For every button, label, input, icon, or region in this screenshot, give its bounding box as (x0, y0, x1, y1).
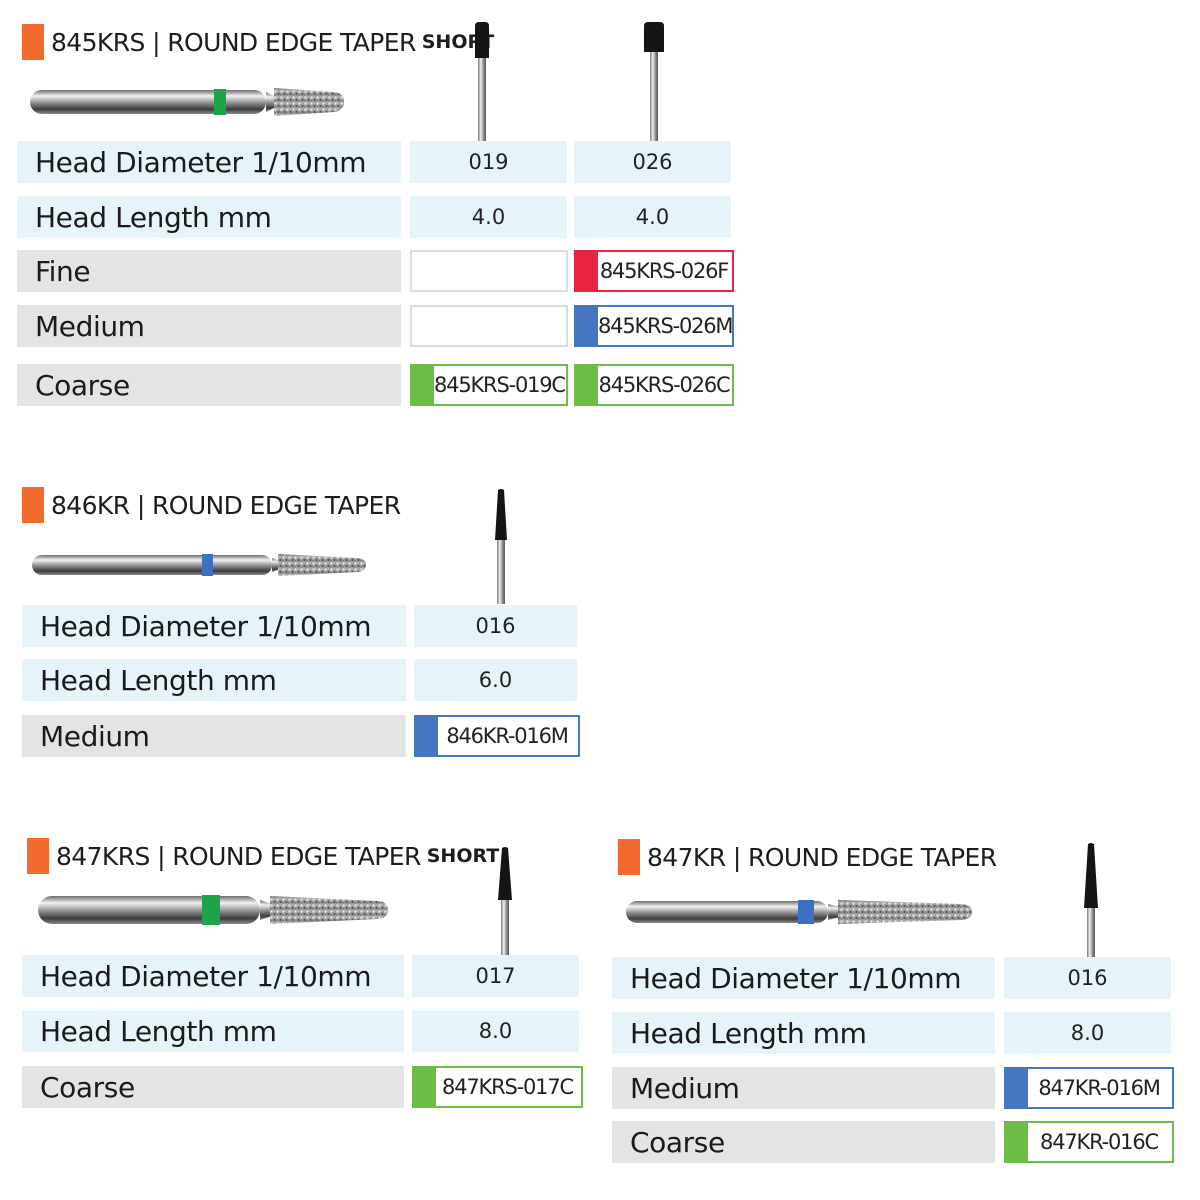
color-band-green (214, 89, 226, 115)
product-code: 845KRS-026F (599, 259, 730, 283)
head-length-label: Head Length mm (17, 196, 401, 238)
grit-label: Coarse (17, 364, 401, 406)
grit-color-swatch (416, 717, 438, 755)
size-cell: 019 (410, 141, 567, 183)
product-title: 846KR | ROUND EDGE TAPER (22, 487, 401, 523)
head-diameter-label: Head Diameter 1/10mm (17, 141, 401, 183)
product-code-cell[interactable]: 845KRS-026F (574, 250, 734, 292)
length-cell: 4.0 (574, 196, 731, 238)
grit-label: Coarse (612, 1121, 995, 1163)
product-title-text: 847KR | ROUND EDGE TAPER (647, 842, 997, 872)
bur-image (626, 900, 972, 924)
product-code-cell[interactable]: 847KR-016M (1004, 1067, 1174, 1109)
grit-color-swatch (576, 366, 598, 404)
product-title-text: 847KRS | ROUND EDGE TAPER (56, 841, 421, 871)
color-band-blue (202, 554, 213, 576)
length-cell: 6.0 (414, 659, 577, 701)
bur-image (32, 554, 366, 576)
grit-label: Coarse (22, 1066, 404, 1108)
grit-color-swatch (1006, 1069, 1028, 1107)
product-title-text: 845KRS | ROUND EDGE TAPER (51, 27, 416, 57)
product-code: 846KR-016M (446, 724, 569, 748)
orange-marker (22, 487, 44, 523)
product-code: 847KRS-017C (442, 1075, 574, 1099)
grit-color-swatch (1006, 1123, 1028, 1161)
empty-cell (410, 305, 568, 347)
product-title-text: 846KR | ROUND EDGE TAPER (51, 490, 401, 520)
length-cell: 8.0 (412, 1010, 579, 1052)
length-cell: 4.0 (410, 196, 567, 238)
size-cell: 016 (1004, 957, 1171, 999)
product-code: 845KRS-026M (598, 314, 734, 338)
product-title: 847KR | ROUND EDGE TAPER (618, 839, 997, 875)
head-diameter-label: Head Diameter 1/10mm (22, 605, 406, 647)
size-cell: 026 (574, 141, 731, 183)
grit-label: Medium (17, 305, 401, 347)
bur-image (30, 88, 344, 116)
bur-tip-icon-016 (495, 489, 507, 604)
product-code-cell[interactable]: 845KRS-019C (410, 364, 568, 406)
grit-color-swatch (576, 307, 598, 345)
orange-marker (27, 838, 49, 874)
grit-color-swatch (412, 366, 434, 404)
bur-tip-icon-016 (1084, 843, 1098, 958)
bur-tip-icon-019 (475, 22, 489, 142)
product-code: 847KR-016M (1038, 1076, 1161, 1100)
bur-tip-icon-026 (644, 22, 664, 142)
length-cell: 8.0 (1004, 1012, 1171, 1054)
head-diameter-label: Head Diameter 1/10mm (612, 957, 995, 999)
grit-label: Medium (612, 1067, 995, 1109)
product-code: 845KRS-019C (434, 373, 566, 397)
color-band-green (202, 895, 220, 925)
head-length-label: Head Length mm (22, 1010, 404, 1052)
product-code: 847KR-016C (1040, 1130, 1159, 1154)
product-code: 845KRS-026C (598, 373, 731, 397)
head-diameter-label: Head Diameter 1/10mm (22, 955, 404, 997)
grit-label: Medium (22, 715, 406, 757)
product-code-cell[interactable]: 845KRS-026M (574, 305, 734, 347)
product-code-cell[interactable]: 847KR-016C (1004, 1121, 1174, 1163)
bur-image (38, 895, 388, 925)
grit-color-swatch (576, 252, 598, 290)
grit-color-swatch (414, 1068, 436, 1106)
head-length-label: Head Length mm (22, 659, 406, 701)
grit-label: Fine (17, 250, 401, 292)
head-length-label: Head Length mm (612, 1012, 995, 1054)
product-title: 847KRS | ROUND EDGE TAPER SHORT (27, 838, 499, 874)
orange-marker (618, 839, 640, 875)
color-band-blue (798, 900, 814, 924)
product-code-cell[interactable]: 846KR-016M (414, 715, 580, 757)
orange-marker (22, 24, 44, 60)
product-title-suffix: SHORT (426, 845, 500, 867)
size-cell: 017 (412, 955, 579, 997)
size-cell: 016 (414, 605, 577, 647)
product-code-cell[interactable]: 847KRS-017C (412, 1066, 583, 1108)
product-title: 845KRS | ROUND EDGE TAPER SHORT (22, 24, 494, 60)
product-code-cell[interactable]: 845KRS-026C (574, 364, 734, 406)
bur-tip-icon-017 (498, 847, 512, 956)
empty-cell (410, 250, 568, 292)
